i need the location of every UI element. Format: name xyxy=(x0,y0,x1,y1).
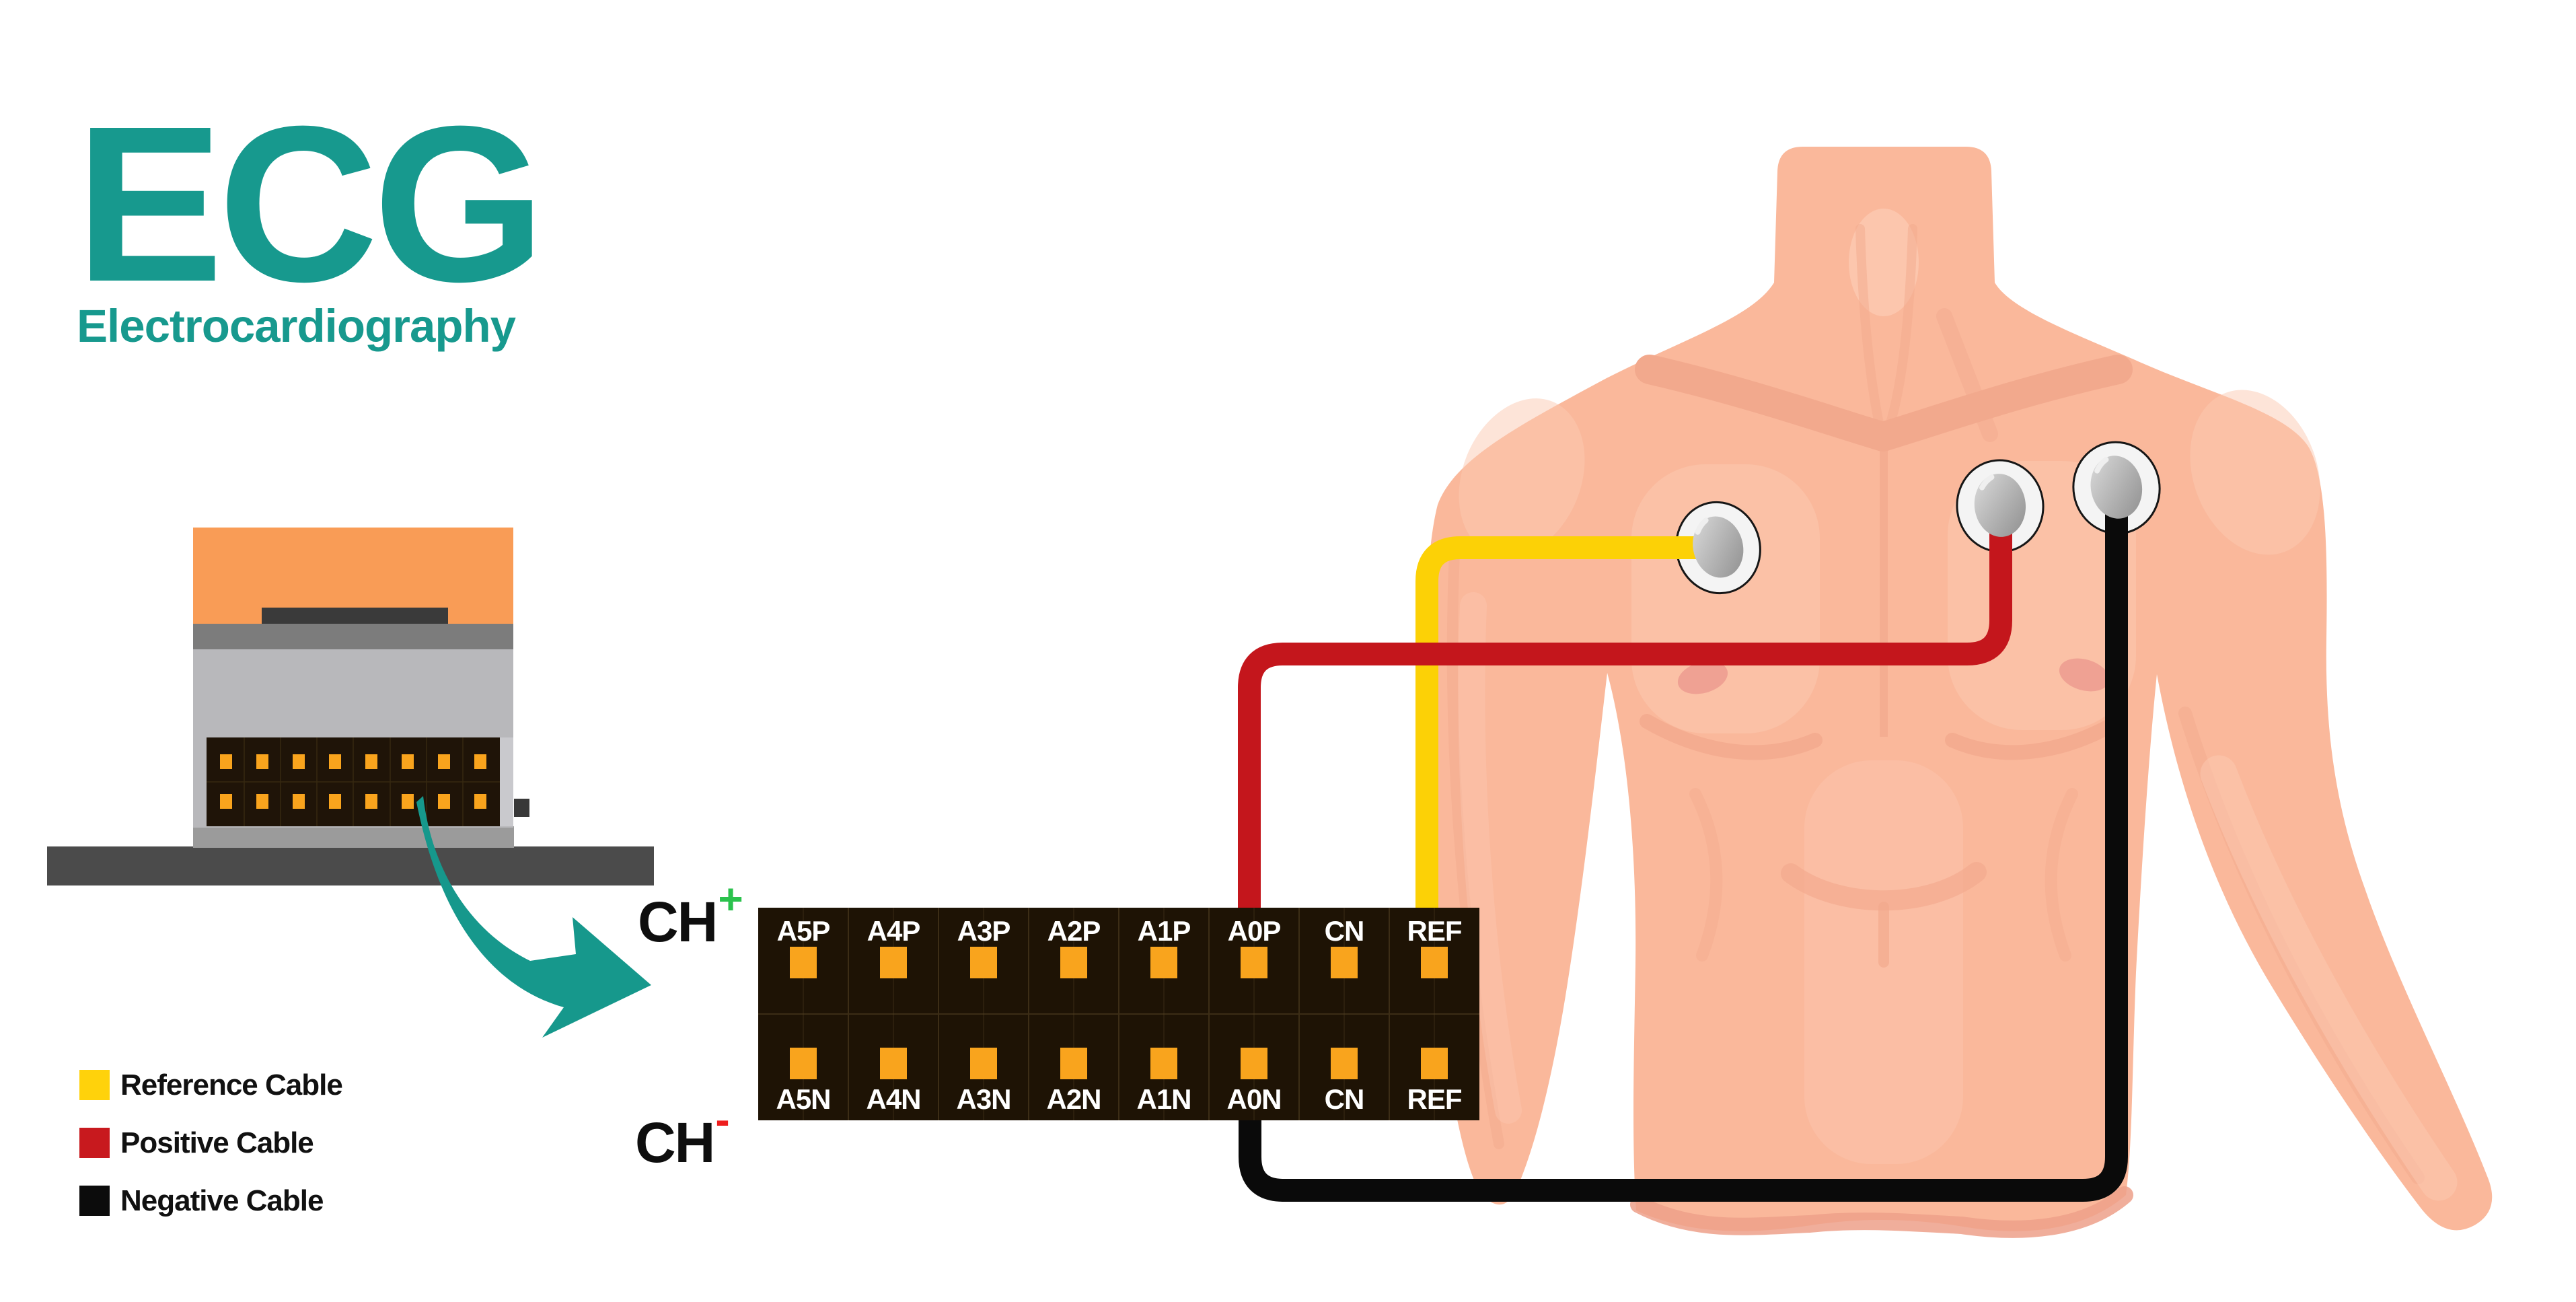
pin-label: A1P xyxy=(1138,915,1191,947)
legend-item-positive: Positive Cable xyxy=(79,1128,550,1158)
legend-label: Negative Cable xyxy=(120,1184,324,1217)
device-top-band xyxy=(193,624,513,649)
pin-label: A4N xyxy=(866,1083,920,1115)
channel-positive-label: CH+ xyxy=(638,877,743,953)
pin-label: CN xyxy=(1325,1083,1364,1115)
ecg-device xyxy=(47,528,654,885)
page-title: ECG xyxy=(75,79,546,328)
device-side-button xyxy=(514,799,529,817)
pin-label: A0P xyxy=(1228,915,1281,947)
pinout-bottom-pins xyxy=(790,1048,1448,1079)
pinout-panel-grid xyxy=(758,908,1479,1120)
minus-sign-icon: - xyxy=(715,1095,729,1144)
pinout-top-pins xyxy=(790,947,1448,978)
zoom-arrow-icon xyxy=(416,796,651,1038)
pin-label: A3P xyxy=(957,915,1010,947)
page-subtitle: Electrocardiography xyxy=(77,300,516,352)
channel-positive-text: CH xyxy=(638,890,718,953)
torso-illustration xyxy=(1422,147,2493,1238)
left-nipple xyxy=(1677,661,1728,694)
legend-label: Reference Cable xyxy=(120,1068,343,1101)
pin-label: A0N xyxy=(1226,1083,1281,1115)
pin-label: A5P xyxy=(777,915,830,947)
pin-label: A2N xyxy=(1046,1083,1101,1115)
device-slot xyxy=(262,608,448,624)
device-connector-grid xyxy=(207,737,500,826)
reference-cable xyxy=(1415,536,1718,915)
electrode-contacts xyxy=(1693,456,2143,578)
device-connector-edge xyxy=(500,737,513,826)
connector-pinout-panel: A5P A4P A3P A2P A1P A0P CN REF A5N A4N xyxy=(758,908,1479,1120)
pin-label: A3N xyxy=(956,1083,1010,1115)
legend-item-negative: Negative Cable xyxy=(79,1186,550,1216)
cables xyxy=(1238,488,2128,1202)
legend-label: Positive Cable xyxy=(120,1126,314,1159)
positive-cable xyxy=(1238,506,2012,915)
negative-cable xyxy=(1239,488,2128,1202)
pin-label: A1N xyxy=(1136,1083,1191,1115)
device-base xyxy=(47,846,654,885)
negative-cable-swatch xyxy=(79,1186,110,1216)
cable-legend: Reference Cable Positive Cable Negative … xyxy=(79,1070,550,1243)
channel-negative-label: CH- xyxy=(635,1098,730,1174)
pin-label: A2P xyxy=(1047,915,1101,947)
device-bottom-band xyxy=(193,826,514,848)
pin-label: A5N xyxy=(776,1083,830,1115)
pin-label: A4P xyxy=(867,915,920,947)
pin-label: REF xyxy=(1407,1083,1462,1115)
reference-cable-swatch xyxy=(79,1070,110,1100)
right-nipple xyxy=(2059,658,2110,692)
pin-label: REF xyxy=(1407,915,1462,947)
positive-cable-swatch xyxy=(79,1128,110,1158)
legend-item-reference: Reference Cable xyxy=(79,1070,550,1100)
channel-negative-text: CH xyxy=(635,1111,715,1174)
pinout-bottom-labels: A5N A4N A3N A2N A1N A0N CN REF xyxy=(776,1083,1462,1115)
pinout-top-labels: A5P A4P A3P A2P A1P A0P CN REF xyxy=(777,915,1463,947)
device-connector-pins xyxy=(220,754,486,809)
pin-label: CN xyxy=(1325,915,1364,947)
plus-sign-icon: + xyxy=(718,875,743,923)
